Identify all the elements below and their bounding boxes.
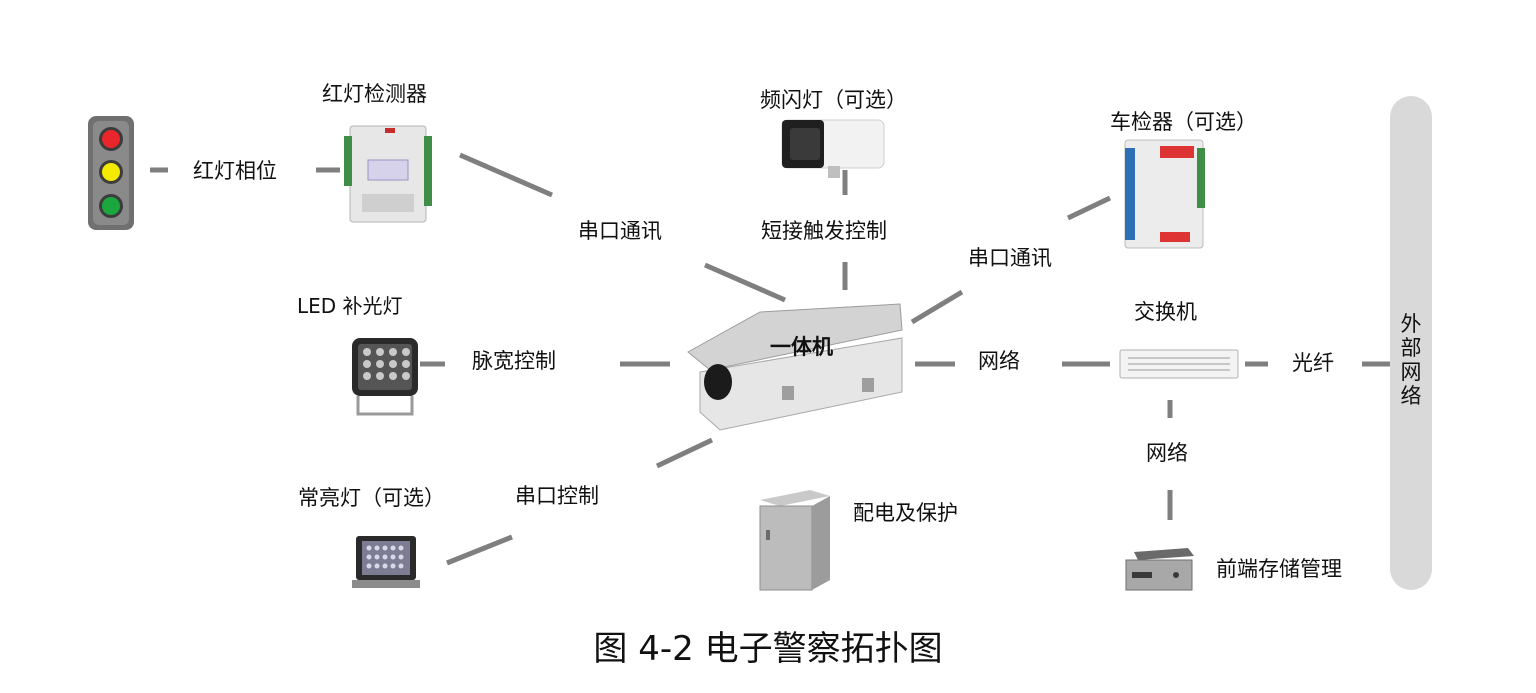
power-cabinet-label: 配电及保护 bbox=[853, 501, 958, 525]
link-label-serial-control: 串口控制 bbox=[515, 484, 599, 508]
line-serial-ctrl-to-steady bbox=[446, 534, 513, 566]
link-label-pwm-control: 脉宽控制 bbox=[472, 349, 556, 373]
link-label-serial-comm-right: 串口通讯 bbox=[968, 246, 1052, 270]
network-switch-icon bbox=[1119, 349, 1239, 379]
external-network-bar bbox=[1390, 96, 1432, 590]
strobe-light-label: 频闪灯（可选） bbox=[760, 88, 907, 112]
vehicle-detector-label: 车检器（可选） bbox=[1110, 110, 1257, 134]
storage-label: 前端存储管理 bbox=[1216, 557, 1342, 581]
line-vehicle-to-serial bbox=[1066, 195, 1112, 221]
connection-lines bbox=[150, 152, 1390, 566]
figure-caption: 图 4-2 电子警察拓扑图 bbox=[593, 629, 943, 669]
led-fill-light-label: LED 补光灯 bbox=[297, 294, 403, 318]
line-serial-to-camera-right bbox=[910, 289, 964, 325]
vehicle-detector-icon bbox=[1124, 139, 1205, 249]
strobe-light-icon bbox=[781, 119, 885, 178]
line-detector-to-serial bbox=[459, 152, 553, 198]
link-label-short-trigger: 短接触发控制 bbox=[761, 219, 887, 243]
link-label-fiber: 光纤 bbox=[1292, 351, 1334, 375]
power-cabinet-icon bbox=[759, 490, 830, 591]
red-light-detector-icon bbox=[344, 125, 432, 223]
link-label-serial-comm-left: 串口通讯 bbox=[578, 219, 662, 243]
storage-device-icon bbox=[1125, 548, 1194, 591]
line-camera-to-serial-ctrl bbox=[655, 437, 714, 469]
red-light-detector-label: 红灯检测器 bbox=[322, 82, 427, 106]
external-network-text: 外部网络 bbox=[1400, 312, 1422, 408]
traffic-light-icon bbox=[88, 116, 134, 230]
link-label-network-storage: 网络 bbox=[1146, 441, 1188, 465]
switch-label: 交换机 bbox=[1134, 300, 1197, 324]
steady-light-label: 常亮灯（可选） bbox=[298, 486, 445, 510]
line-serial-to-camera bbox=[703, 262, 787, 303]
link-label-red-phase: 红灯相位 bbox=[193, 159, 277, 183]
link-label-network-main: 网络 bbox=[978, 349, 1020, 373]
steady-light-icon bbox=[352, 536, 420, 588]
led-fill-light-icon bbox=[352, 338, 418, 416]
camera-housing-icon bbox=[687, 303, 903, 431]
camera-label: 一体机 bbox=[770, 335, 833, 359]
external-network-label: 外部网络 bbox=[1390, 312, 1432, 408]
